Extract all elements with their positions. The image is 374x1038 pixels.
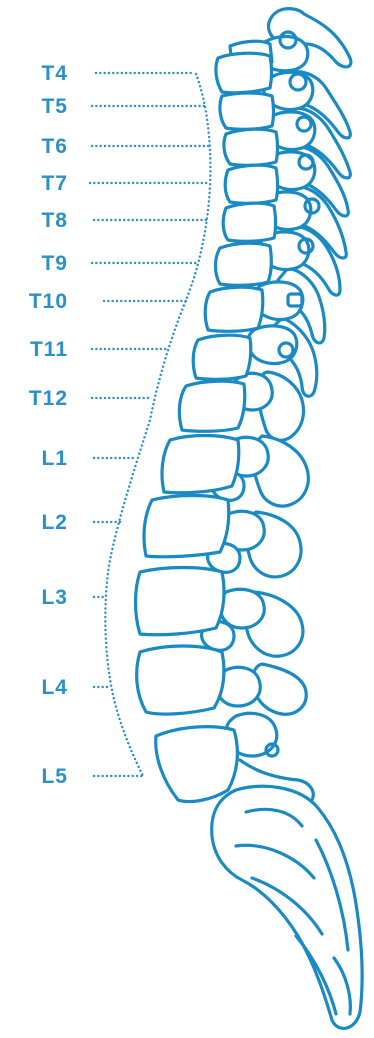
label-l3: L3	[41, 586, 68, 609]
vertebra-body-t7	[225, 165, 277, 203]
label-t9: T9	[41, 252, 68, 275]
vertebra-body-l4	[137, 646, 224, 714]
vertebra-body-t5	[220, 93, 274, 129]
label-l5: L5	[41, 765, 68, 788]
vertebra-body-t12	[179, 381, 244, 431]
sacrum	[212, 760, 362, 1028]
vertebra-body-t4	[216, 53, 272, 93]
label-t7: T7	[41, 172, 68, 195]
label-t10: T10	[29, 290, 68, 313]
vertebra-body-t8	[223, 203, 275, 241]
label-l4: L4	[41, 676, 68, 699]
label-l1: L1	[41, 447, 68, 470]
vertebra-body-t10	[205, 287, 263, 331]
vertebra-body-t9	[216, 243, 272, 285]
label-t6: T6	[41, 135, 68, 158]
label-t5: T5	[41, 95, 68, 118]
vertebra-body-t11	[193, 335, 251, 379]
label-t4: T4	[41, 62, 68, 85]
label-t11: T11	[30, 338, 68, 361]
label-l2: L2	[41, 511, 68, 534]
vertebra-body-t6	[224, 129, 278, 165]
vertebra-body-l3	[136, 568, 225, 635]
label-t8: T8	[41, 209, 68, 232]
label-t12: T12	[29, 387, 68, 410]
vertebra-body-l2	[144, 496, 229, 557]
vertebra-body-l5	[156, 727, 238, 802]
vertebra-body-l1	[162, 436, 239, 493]
